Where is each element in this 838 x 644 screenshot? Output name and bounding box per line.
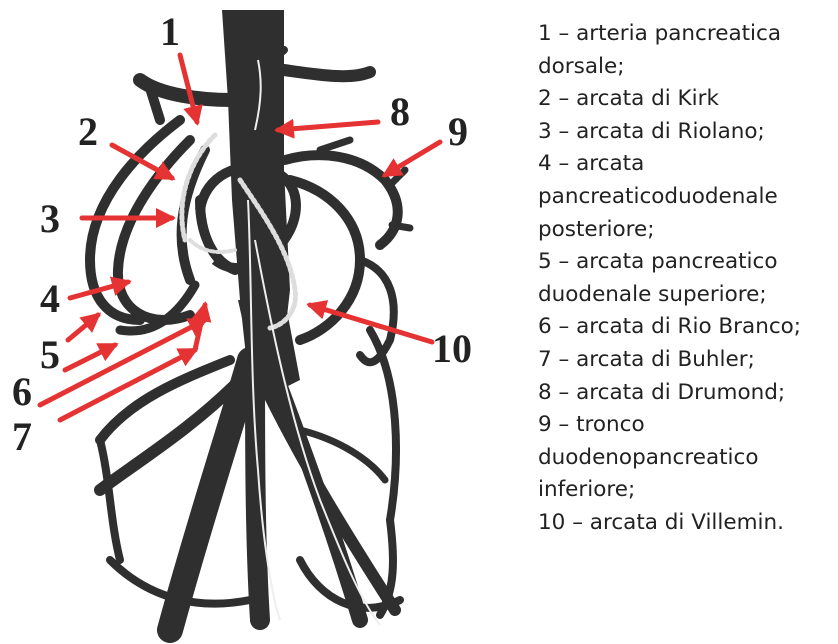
vascular-anatomy-diagram: 1 2 3 4 5 6 7 8 9 10 (0, 0, 520, 644)
legend-entry-7: 7 – arcata di Buhler; (538, 344, 836, 377)
label-10: 10 (432, 326, 472, 371)
legend: 1 – arteria pancreatica dorsale; 2 – arc… (538, 18, 836, 540)
legend-entry-4: 4 – arcata pancreaticoduodenale posterio… (538, 148, 836, 246)
arrow-7b (195, 305, 205, 350)
label-6: 6 (12, 369, 32, 414)
legend-entry-6: 6 – arcata di Rio Branco; (538, 311, 836, 344)
legend-entry-8: 8 – arcata di Drumond; (538, 377, 836, 410)
arrow-8 (278, 122, 378, 130)
legend-entry-10: 10 – arcata di Villemin. (538, 507, 836, 540)
label-2: 2 (78, 109, 98, 154)
legend-entry-1: 1 – arteria pancreatica dorsale; (538, 18, 836, 83)
label-1: 1 (160, 9, 180, 54)
label-4: 4 (40, 276, 60, 321)
legend-entry-3: 3 – arcata di Riolano; (538, 116, 836, 149)
arrow-5 (68, 315, 98, 340)
legend-entry-9: 9 – tronco duodenopancreatico inferiore; (538, 409, 836, 507)
label-8: 8 (390, 89, 410, 134)
arrow-6a (65, 345, 115, 370)
label-7: 7 (12, 414, 32, 459)
legend-entry-5: 5 – arcata pancreatico duodenale superio… (538, 246, 836, 311)
label-9: 9 (448, 109, 468, 154)
arrow-9 (385, 142, 440, 175)
label-5: 5 (40, 332, 60, 377)
arrow-1 (180, 55, 197, 122)
left-arcades (90, 120, 235, 331)
legend-entry-2: 2 – arcata di Kirk (538, 83, 836, 116)
label-3: 3 (40, 196, 60, 241)
